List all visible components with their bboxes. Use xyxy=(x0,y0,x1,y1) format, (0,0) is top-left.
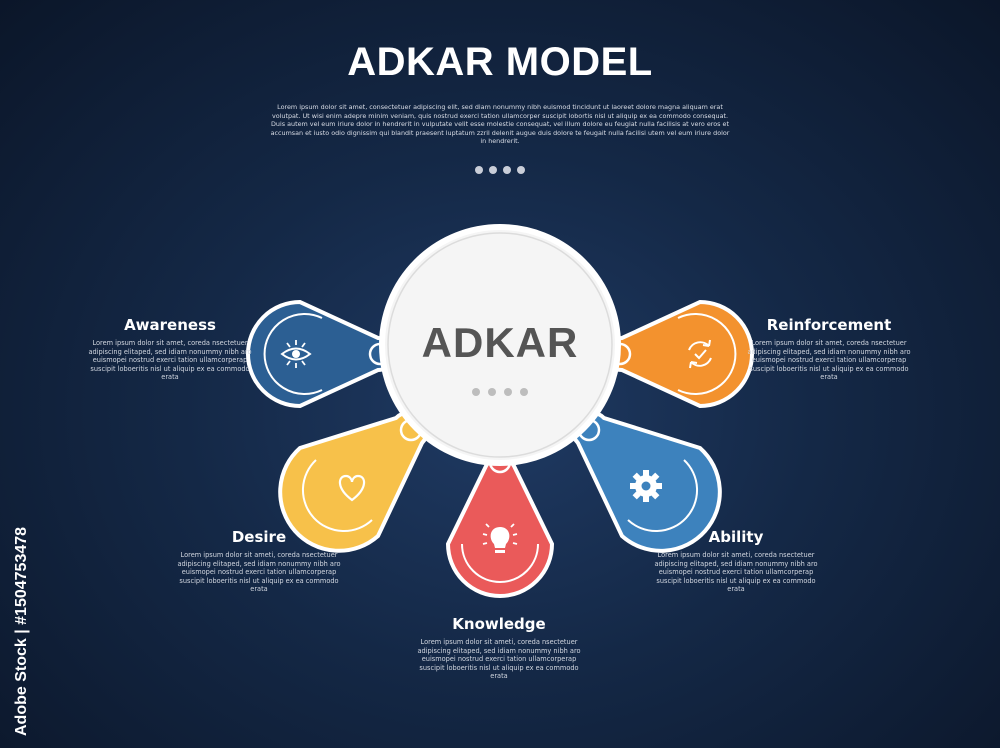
ability-block: Ability Lorem ipsum dolor sit ameti, cor… xyxy=(651,528,821,594)
stock-watermark: Adobe Stock | #1504753478 xyxy=(13,527,30,736)
intro-text: Lorem ipsum dolor sit amet, consectetuer… xyxy=(270,103,730,146)
pager-dot xyxy=(517,166,525,174)
pager-dot xyxy=(489,166,497,174)
pager-dots xyxy=(0,159,1000,178)
watermark-text: Adobe Stock | #1504753478 xyxy=(13,527,30,736)
pager-dot xyxy=(503,166,511,174)
lightbulb-icon xyxy=(482,523,518,553)
ability-title: Ability xyxy=(708,528,764,546)
knowledge-text: Lorem ipsum dolor sit ameti, coreda nsec… xyxy=(417,638,581,681)
center-label: ADKAR xyxy=(422,319,579,366)
petal-knowledge xyxy=(445,450,555,598)
desire-title: Desire xyxy=(231,528,287,546)
awareness-text: Lorem ipsum dolor sit amet, coreda nsect… xyxy=(88,339,252,382)
knowledge-title: Knowledge xyxy=(452,615,546,633)
heart-icon xyxy=(338,474,366,502)
gear-icon xyxy=(630,470,662,502)
ability-text: Lorem ipsum dolor sit ameti, coreda nsec… xyxy=(654,551,818,594)
reinforcement-title: Reinforcement xyxy=(766,316,892,334)
center-circle: ADKAR xyxy=(379,224,621,466)
eye-icon xyxy=(280,340,312,368)
awareness-title: Awareness xyxy=(124,316,216,334)
reinforcement-block: Reinforcement Lorem ipsum dolor sit amet… xyxy=(744,316,914,382)
desire-block: Desire Lorem ipsum dolor sit ameti, core… xyxy=(174,528,344,594)
desire-text: Lorem ipsum dolor sit ameti, coreda nsec… xyxy=(177,551,341,594)
awareness-block: Awareness Lorem ipsum dolor sit amet, co… xyxy=(85,316,255,382)
petal-awareness xyxy=(246,299,396,409)
petal-reinforcement xyxy=(604,299,754,409)
knowledge-block: Knowledge Lorem ipsum dolor sit ameti, c… xyxy=(414,615,584,681)
refresh-check-icon xyxy=(688,339,712,369)
page-title: ADKAR MODEL xyxy=(347,40,653,84)
reinforcement-text: Lorem ipsum dolor sit amet, coreda nsect… xyxy=(747,339,911,382)
pager-dot xyxy=(475,166,483,174)
petal-ability xyxy=(570,410,722,553)
center-dots xyxy=(472,388,528,396)
